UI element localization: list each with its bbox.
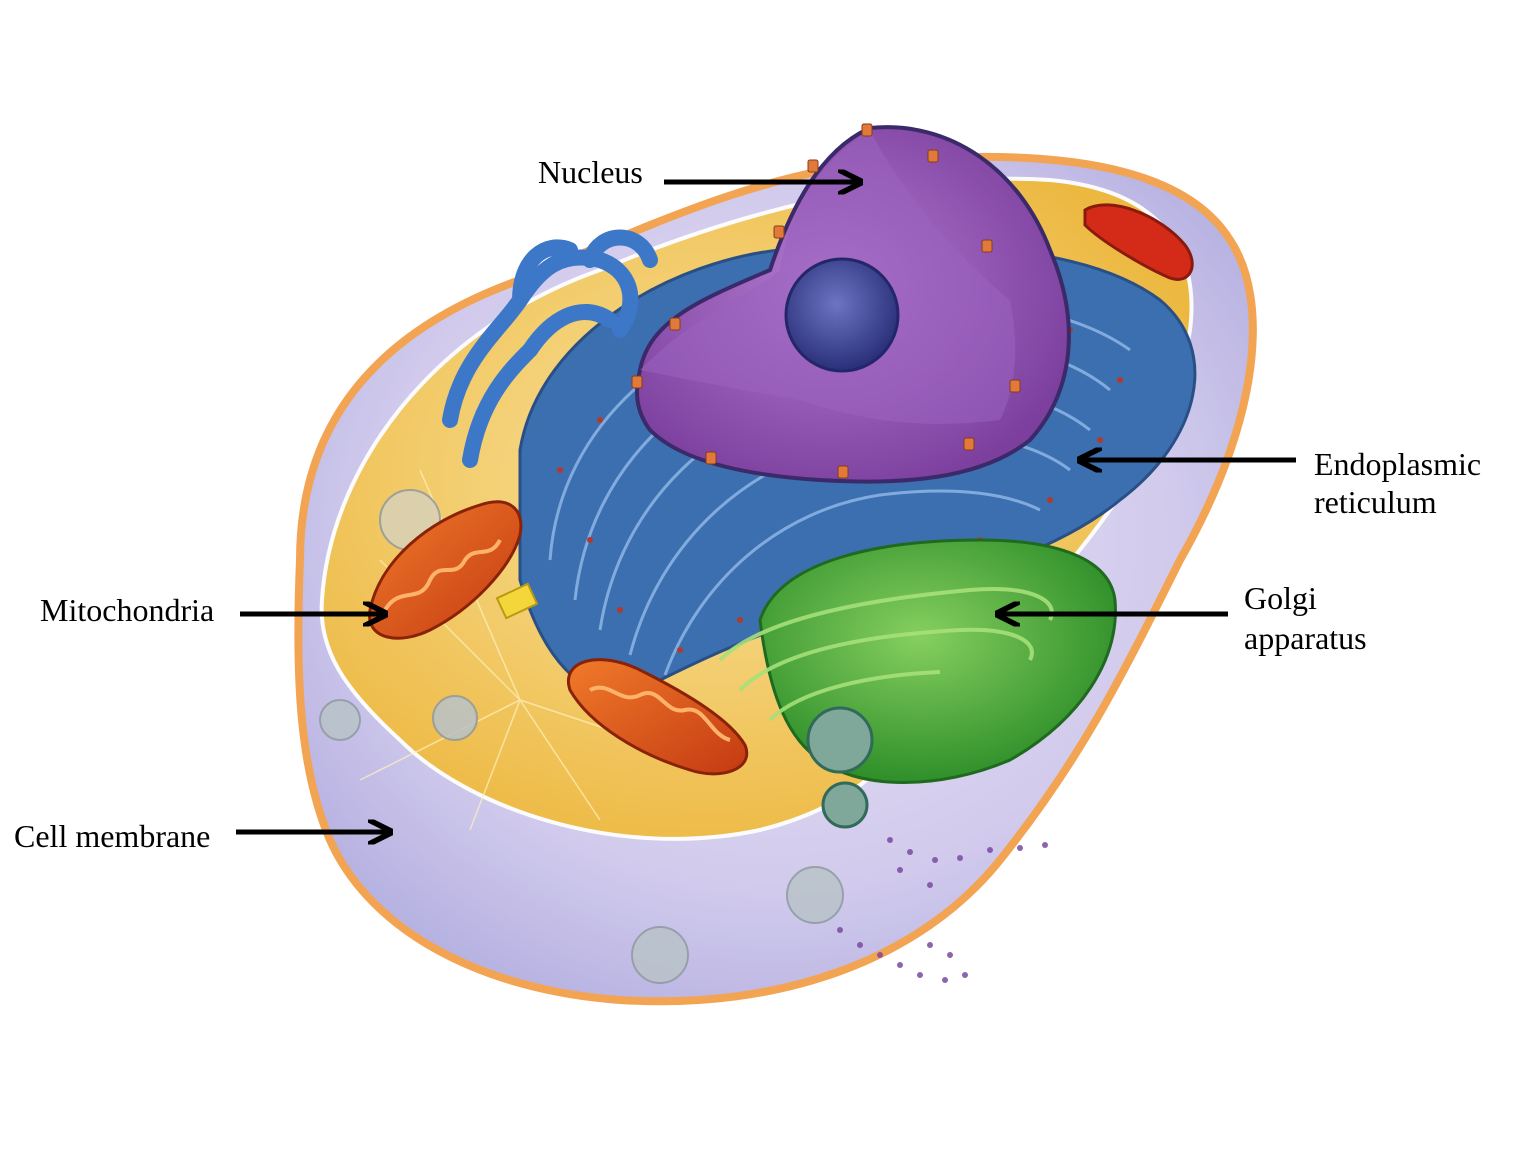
nucleolus-shape (784, 257, 900, 373)
centriole-shape (495, 582, 539, 620)
secretory-particles (837, 837, 1048, 983)
er-label-line1: Endoplasmic (1314, 446, 1482, 482)
upper-mitochondrion-shape (1083, 203, 1194, 281)
mitochondria-label: Mitochondria (40, 592, 215, 628)
golgi-apparatus-shape (718, 538, 1117, 829)
golgi-label-line2: apparatus (1244, 620, 1367, 656)
vesicles (319, 489, 879, 984)
er-label-line2: reticulum (1314, 484, 1437, 520)
mitochondria-shape (368, 500, 749, 776)
nucleus-label: Nucleus (538, 154, 643, 190)
cell-membrane-label: Cell membrane (14, 818, 211, 854)
smooth-er-shape (442, 229, 658, 468)
golgi-label-line1: Golgi (1244, 580, 1317, 616)
